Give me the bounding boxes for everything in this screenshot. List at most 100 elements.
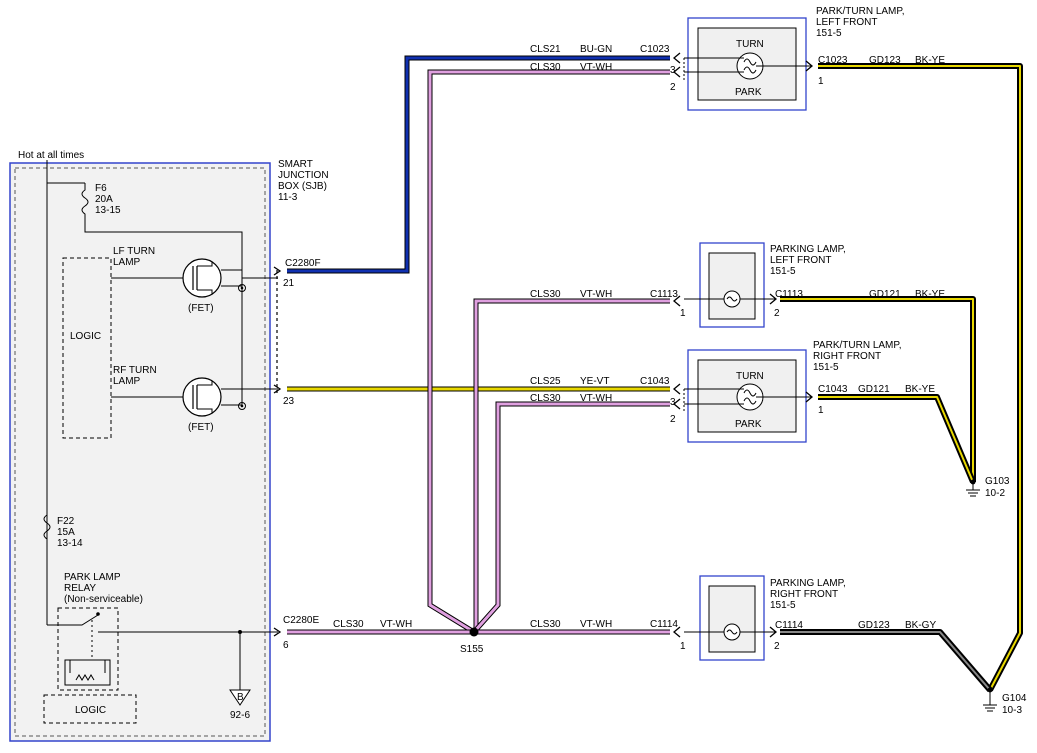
sjb-title-line2: JUNCTION <box>278 170 329 181</box>
lf-fet-icon <box>182 258 222 298</box>
lf-fet-label: (FET) <box>188 303 214 314</box>
rf-park-turn-title-2: RIGHT FRONT <box>813 351 881 362</box>
rf-park-turn-title-3: 151-5 <box>813 362 839 373</box>
hot-at-all-times-label: Hot at all times <box>18 150 84 161</box>
w7-circuit: CLS30 <box>530 619 561 630</box>
rf-parking-bulb-housing <box>708 585 756 653</box>
lf-parking-pin-out: 2 <box>774 308 780 319</box>
pin-23-label: 23 <box>283 396 295 407</box>
wire-cls30-lf-parking <box>474 299 670 632</box>
lf-turn-label-1: LF TURN <box>113 246 155 257</box>
lf-parking-title-2: LEFT FRONT <box>770 255 831 266</box>
relay-switch-icon <box>47 614 99 626</box>
rf-gnd-pin: 1 <box>818 405 824 416</box>
relay-coil-icon <box>75 674 95 681</box>
fuse-f6-icon <box>81 183 243 405</box>
w2-color: VT-WH <box>580 62 612 73</box>
sjb-inner-box <box>14 167 266 737</box>
turn-logic-block <box>62 257 112 439</box>
g103-ground-icon <box>966 482 980 497</box>
ground-b-letter: B <box>237 692 244 703</box>
relay-logic-label: LOGIC <box>75 705 106 716</box>
lf-park-text: PARK <box>735 87 762 98</box>
rf-gnd-color: BK-YE <box>905 384 935 395</box>
w7-color: VT-WH <box>580 619 612 630</box>
lf-gnd-color: BK-YE <box>915 55 945 66</box>
lf-pin-park: 3 <box>670 65 676 76</box>
w6-circuit: CLS30 <box>333 619 364 630</box>
rf-gnd-circuit: GD121 <box>858 384 890 395</box>
wire-gd123-lf <box>818 65 1021 691</box>
w2-circuit: CLS30 <box>530 62 561 73</box>
rf-parking-out-conn: C1114 <box>775 620 803 631</box>
w4-color: YE-VT <box>580 376 609 387</box>
w5-color: VT-WH <box>580 393 612 404</box>
c2280e-pin: 6 <box>283 640 289 651</box>
g104-ref: 10-3 <box>1002 705 1022 716</box>
g104-ground-icon <box>983 690 997 712</box>
relay-coil-box <box>64 659 111 686</box>
wire-gd121-lf <box>780 298 974 482</box>
rf-fet-icon <box>182 377 222 417</box>
rf-parking-pin-out: 2 <box>774 641 780 652</box>
sjb-title-line1: SMART <box>278 159 313 170</box>
fuse-f6-rating: 20A <box>95 194 113 205</box>
c2280f-pin: 21 <box>283 278 295 289</box>
sjb-title-line3: BOX (SJB) <box>278 181 327 192</box>
wire-gd121-rf <box>818 396 974 483</box>
lf-park-turn-title-3: 151-5 <box>816 28 842 39</box>
c2280f-label: C2280F <box>285 258 321 269</box>
w3-color: VT-WH <box>580 289 612 300</box>
rf-gnd-conn: C1043 <box>818 384 848 395</box>
lf-parking-gnd-circuit: GD121 <box>869 289 901 300</box>
lf-parking-title-1: PARKING LAMP, <box>770 244 846 255</box>
rf-parking-title-3: 151-5 <box>770 600 796 611</box>
w7-conn: C1114 <box>650 619 678 630</box>
splice-label: S155 <box>460 644 484 655</box>
lf-turn-text: TURN <box>736 39 764 50</box>
g103-label: G103 <box>985 476 1010 487</box>
lf-park-turn-title-2: LEFT FRONT <box>816 17 877 28</box>
rf-parking-gnd-color: BK-GY <box>905 620 936 631</box>
relay-label-1: PARK LAMP <box>64 572 121 583</box>
turn-logic-label: LOGIC <box>70 331 101 342</box>
c2280e-label: C2280E <box>283 615 319 626</box>
w4-conn: C1043 <box>640 376 670 387</box>
wire-cls30-lf-park <box>428 70 670 634</box>
rf-parking-gnd-circuit: GD123 <box>858 620 890 631</box>
relay-logic-block <box>43 694 137 724</box>
lf-parking-pin-in: 1 <box>680 308 686 319</box>
sjb-title-line4: 11-3 <box>278 192 298 203</box>
g103-ref: 10-2 <box>985 488 1005 499</box>
w5-circuit: CLS30 <box>530 393 561 404</box>
lf-parking-out-conn: C1113 <box>775 289 803 300</box>
fuse-f22-ref: 13-14 <box>57 538 83 549</box>
splice-s155 <box>469 627 479 637</box>
lf-pin-park2: 2 <box>670 82 676 93</box>
lf-park-turn-title-1: PARK/TURN LAMP, <box>816 6 905 17</box>
w3-circuit: CLS30 <box>530 289 561 300</box>
park-lamp-relay <box>57 607 119 691</box>
w6-color: VT-WH <box>380 619 412 630</box>
lf-parking-bulb-housing <box>708 252 756 320</box>
ground-b-icon <box>229 689 251 706</box>
lf-parking-gnd-color: BK-YE <box>915 289 945 300</box>
rf-parking-title-1: PARKING LAMP, <box>770 578 846 589</box>
wire-cls21-blue <box>287 56 670 273</box>
fuse-f6-ref: 13-15 <box>95 205 121 216</box>
fuse-f22-rating: 15A <box>57 527 75 538</box>
rf-pin-park: 3 <box>670 397 676 408</box>
fuse-f22-icon <box>43 514 51 540</box>
rf-fet-label: (FET) <box>188 422 214 433</box>
lf-parking-title-3: 151-5 <box>770 266 796 277</box>
ground-wires <box>780 63 1023 692</box>
rf-turn-label-1: RF TURN <box>113 365 157 376</box>
w4-circuit: CLS25 <box>530 376 561 387</box>
lf-gnd-conn: C1023 <box>818 55 848 66</box>
g104-label: G104 <box>1002 693 1027 704</box>
rf-parking-pin-in: 1 <box>680 641 686 652</box>
relay-label-2: RELAY <box>64 583 96 594</box>
lf-turn-label-2: LAMP <box>113 257 141 268</box>
rf-park-turn-title-1: PARK/TURN LAMP, <box>813 340 902 351</box>
